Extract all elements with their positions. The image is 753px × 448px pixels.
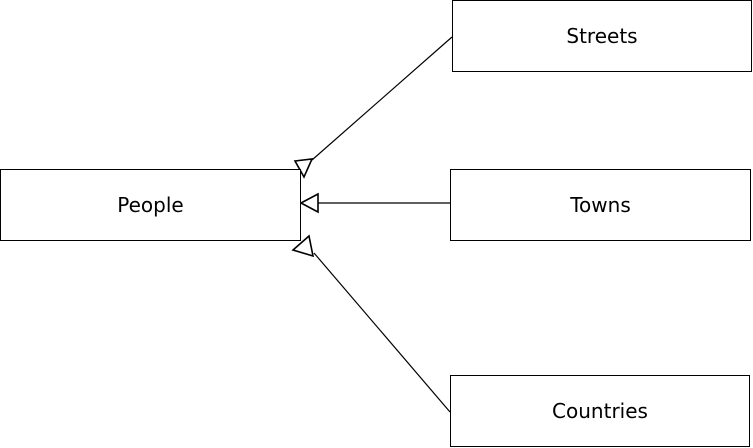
edge-countries-to-people [291,234,451,413]
class-node-towns[interactable]: Towns [450,169,751,241]
node-label: People [117,193,184,217]
edge-streets-to-people [293,36,453,179]
node-label: Countries [552,399,648,423]
edge-towns-to-people [299,192,450,214]
inheritance-arrowhead-icon [299,192,319,214]
node-label: Towns [570,193,631,217]
inheritance-arrowhead-icon [291,234,315,258]
class-node-streets[interactable]: Streets [452,0,752,72]
class-node-countries[interactable]: Countries [450,375,750,447]
node-label: Streets [566,24,638,48]
class-node-people[interactable]: People [0,169,301,241]
